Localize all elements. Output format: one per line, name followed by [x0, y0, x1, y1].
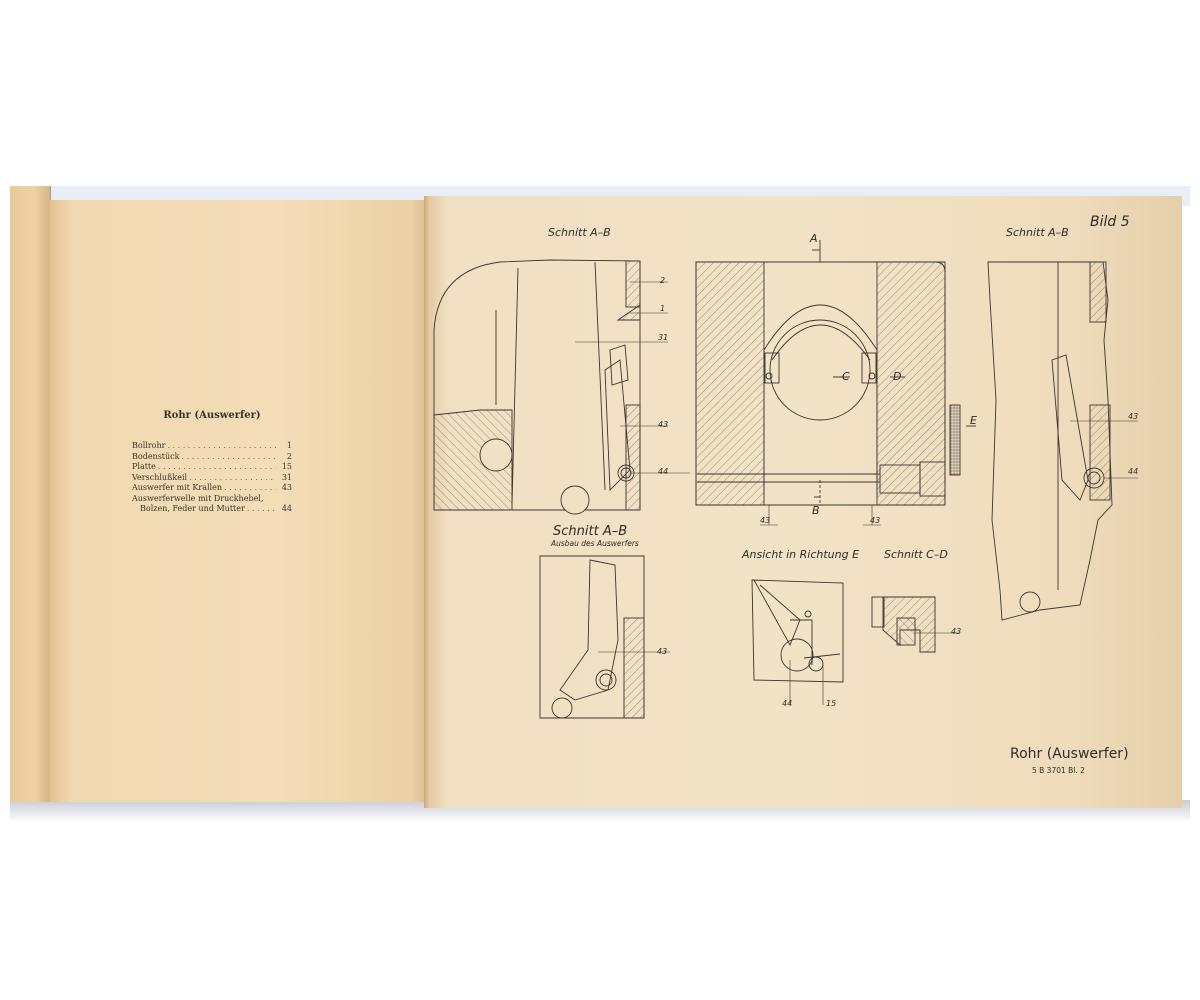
view-title: Schnitt A–B: [1006, 226, 1069, 239]
callout: 1: [660, 304, 666, 313]
previous-page-edge: [10, 186, 51, 802]
view-e-drawing: [751, 579, 844, 705]
drawing-title: Rohr (Auswerfer): [1010, 746, 1129, 762]
drawing-code: 5 B 3701 Bl. 2: [1032, 766, 1085, 775]
callout: 44: [658, 467, 669, 476]
left-page: [50, 200, 430, 802]
callout: 15: [826, 699, 837, 708]
section-cd-drawing: [871, 596, 960, 653]
callout: 44: [782, 699, 793, 708]
section-mark-a: A: [810, 232, 818, 245]
legend-item: Bodenstück2: [132, 452, 292, 463]
legend-item: Auswerfer mit Krallen43: [132, 483, 292, 494]
callout: 43: [1128, 412, 1139, 421]
legend-item: Verschlußkeil31: [132, 473, 292, 484]
legend-item: Bollrohr1: [132, 441, 292, 452]
section-ab-left-drawing: [433, 259, 690, 515]
view-title: Schnitt C–D: [884, 548, 948, 561]
callout: 44: [1128, 467, 1139, 476]
book-gutter: [424, 196, 430, 808]
callout: 43: [951, 627, 962, 636]
parts-legend: Rohr (Auswerfer) Bollrohr1 Bodenstück2 P…: [132, 410, 292, 515]
section-ab-right-drawing: [987, 261, 1138, 621]
section-mark-d: D: [893, 370, 902, 383]
callout: 31: [658, 333, 669, 342]
legend-item: Auswerferwelle mit Druckhebel,: [132, 493, 264, 503]
section-mark-b: B: [812, 504, 820, 517]
view-title: Ansicht in Richtung E: [742, 548, 860, 561]
callout: 43: [870, 516, 881, 525]
figure-label: Bild 5: [1090, 214, 1130, 230]
section-mark-e: E: [970, 414, 977, 427]
front-view-drawing: [695, 240, 976, 526]
legend-title: Rohr (Auswerfer): [163, 410, 261, 421]
callout: 43: [658, 420, 669, 429]
callout: 2: [660, 276, 666, 285]
legend-item: Platte15: [132, 462, 292, 473]
legend-item: Bolzen, Feder und Mutter44: [132, 504, 292, 515]
view-title: Schnitt A–B: [553, 524, 628, 539]
view-subtitle: Ausbau des Auswerfers: [551, 539, 639, 548]
callout: 43: [657, 647, 668, 656]
section-mark-c: C: [842, 370, 850, 383]
section-ab-removal-drawing: [539, 555, 670, 719]
view-title: Schnitt A–B: [548, 226, 611, 239]
callout: 43: [760, 516, 771, 525]
